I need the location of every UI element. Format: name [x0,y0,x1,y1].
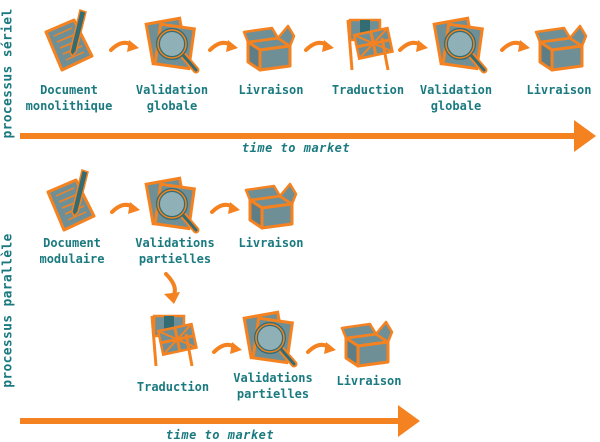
time-arrow-head [574,120,596,152]
curved-arrow-icon [210,200,242,216]
open-box-icon [242,24,296,72]
document-pencil-icon [46,168,96,232]
time-to-market-label: time to market [165,428,275,442]
curved-arrow-icon [109,38,141,54]
down-arrow-head [164,292,180,304]
open-box-icon [340,320,394,368]
curved-arrow-icon [304,38,336,54]
step-label: Livraison [238,236,304,250]
step-label: Traduction [136,380,210,394]
curved-arrow-icon [306,340,338,356]
magnifier-icon [434,18,484,70]
open-box-icon [244,182,298,230]
flags-icon [150,314,198,368]
step-label: Livraison [336,374,402,388]
time-to-market-label: time to market [241,141,351,155]
magnifier-icon [244,312,294,364]
curved-arrow-icon [208,38,240,54]
step-label: Document modulaire [39,236,105,266]
curved-arrow-icon [398,38,430,54]
time-arrow-head [398,405,420,437]
flags-icon [346,18,394,72]
step-label: Livraison [238,83,304,97]
step-label: Validation globale [419,83,493,113]
step-label: Validations partielles [135,236,215,266]
step-label: Validations partielles [233,371,313,401]
step-label: Livraison [526,83,592,97]
curved-arrow-icon [110,200,142,216]
document-pencil-icon [44,8,94,72]
magnifier-icon [146,18,196,70]
step-label: Traduction [331,83,405,97]
magnifier-icon [146,178,196,230]
curved-arrow-icon [500,38,532,54]
open-box-icon [534,24,588,72]
step-label: Validation globale [135,83,209,113]
curved-arrow-icon [212,340,244,356]
step-label: Document monolithique [25,83,113,113]
